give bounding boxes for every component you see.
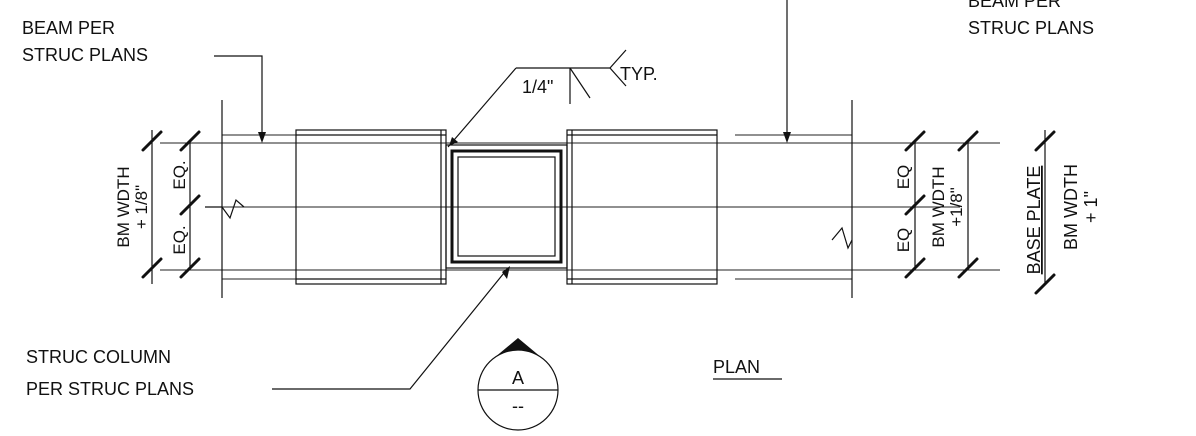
leader-column <box>272 267 509 390</box>
left-eq-lower: EQ. <box>170 225 189 254</box>
left-bm-width-line2: + 1/8" <box>132 185 151 229</box>
base-plate-bm-width-line2: + 1" <box>1081 191 1101 223</box>
right-bm-width-line2: +1/8" <box>947 187 966 227</box>
base-plate-bm-width-line1: BM WDTH <box>1061 164 1081 250</box>
leader-column-arrow <box>502 266 510 279</box>
section-marker-sheet: -- <box>512 396 524 416</box>
section-marker <box>477 338 559 431</box>
beam-right-label-line2: STRUC PLANS <box>968 18 1094 38</box>
left-dimension-lines <box>141 130 201 284</box>
right-eq-lower: EQ <box>894 228 913 253</box>
weld-typ-label: TYP. <box>620 64 658 84</box>
leader-beam-left <box>214 55 263 140</box>
beam-lines <box>160 134 1000 280</box>
right-dimension-lines <box>904 130 1056 295</box>
plan-title: PLAN <box>713 357 760 377</box>
column-label-line1: STRUC COLUMN <box>26 347 171 367</box>
right-eq-upper: EQ <box>894 165 913 190</box>
beam-left-label-line2: STRUC PLANS <box>22 45 148 65</box>
beam-left-label-line1: BEAM PER <box>22 18 115 38</box>
leader-beam-right-arrow <box>783 132 791 143</box>
break-line-right <box>831 226 853 250</box>
base-plate-label: BASE PLATE <box>1024 166 1044 275</box>
column-section <box>445 144 568 269</box>
weld-size-label: 1/4" <box>522 77 553 97</box>
left-eq-upper: EQ. <box>170 160 189 189</box>
weld-symbol <box>447 49 627 148</box>
break-line-left <box>205 198 245 220</box>
right-bm-width-line1: BM WDTH <box>929 166 948 247</box>
leader-beam-left-arrow <box>258 132 266 143</box>
section-marker-letter: A <box>512 368 524 388</box>
left-bm-width-line1: BM WDTH <box>114 166 133 247</box>
column-label-line2: PER STRUC PLANS <box>26 379 194 399</box>
beam-right-label-line1: BEAM PER <box>968 0 1061 11</box>
beam-flange-left <box>295 129 447 285</box>
